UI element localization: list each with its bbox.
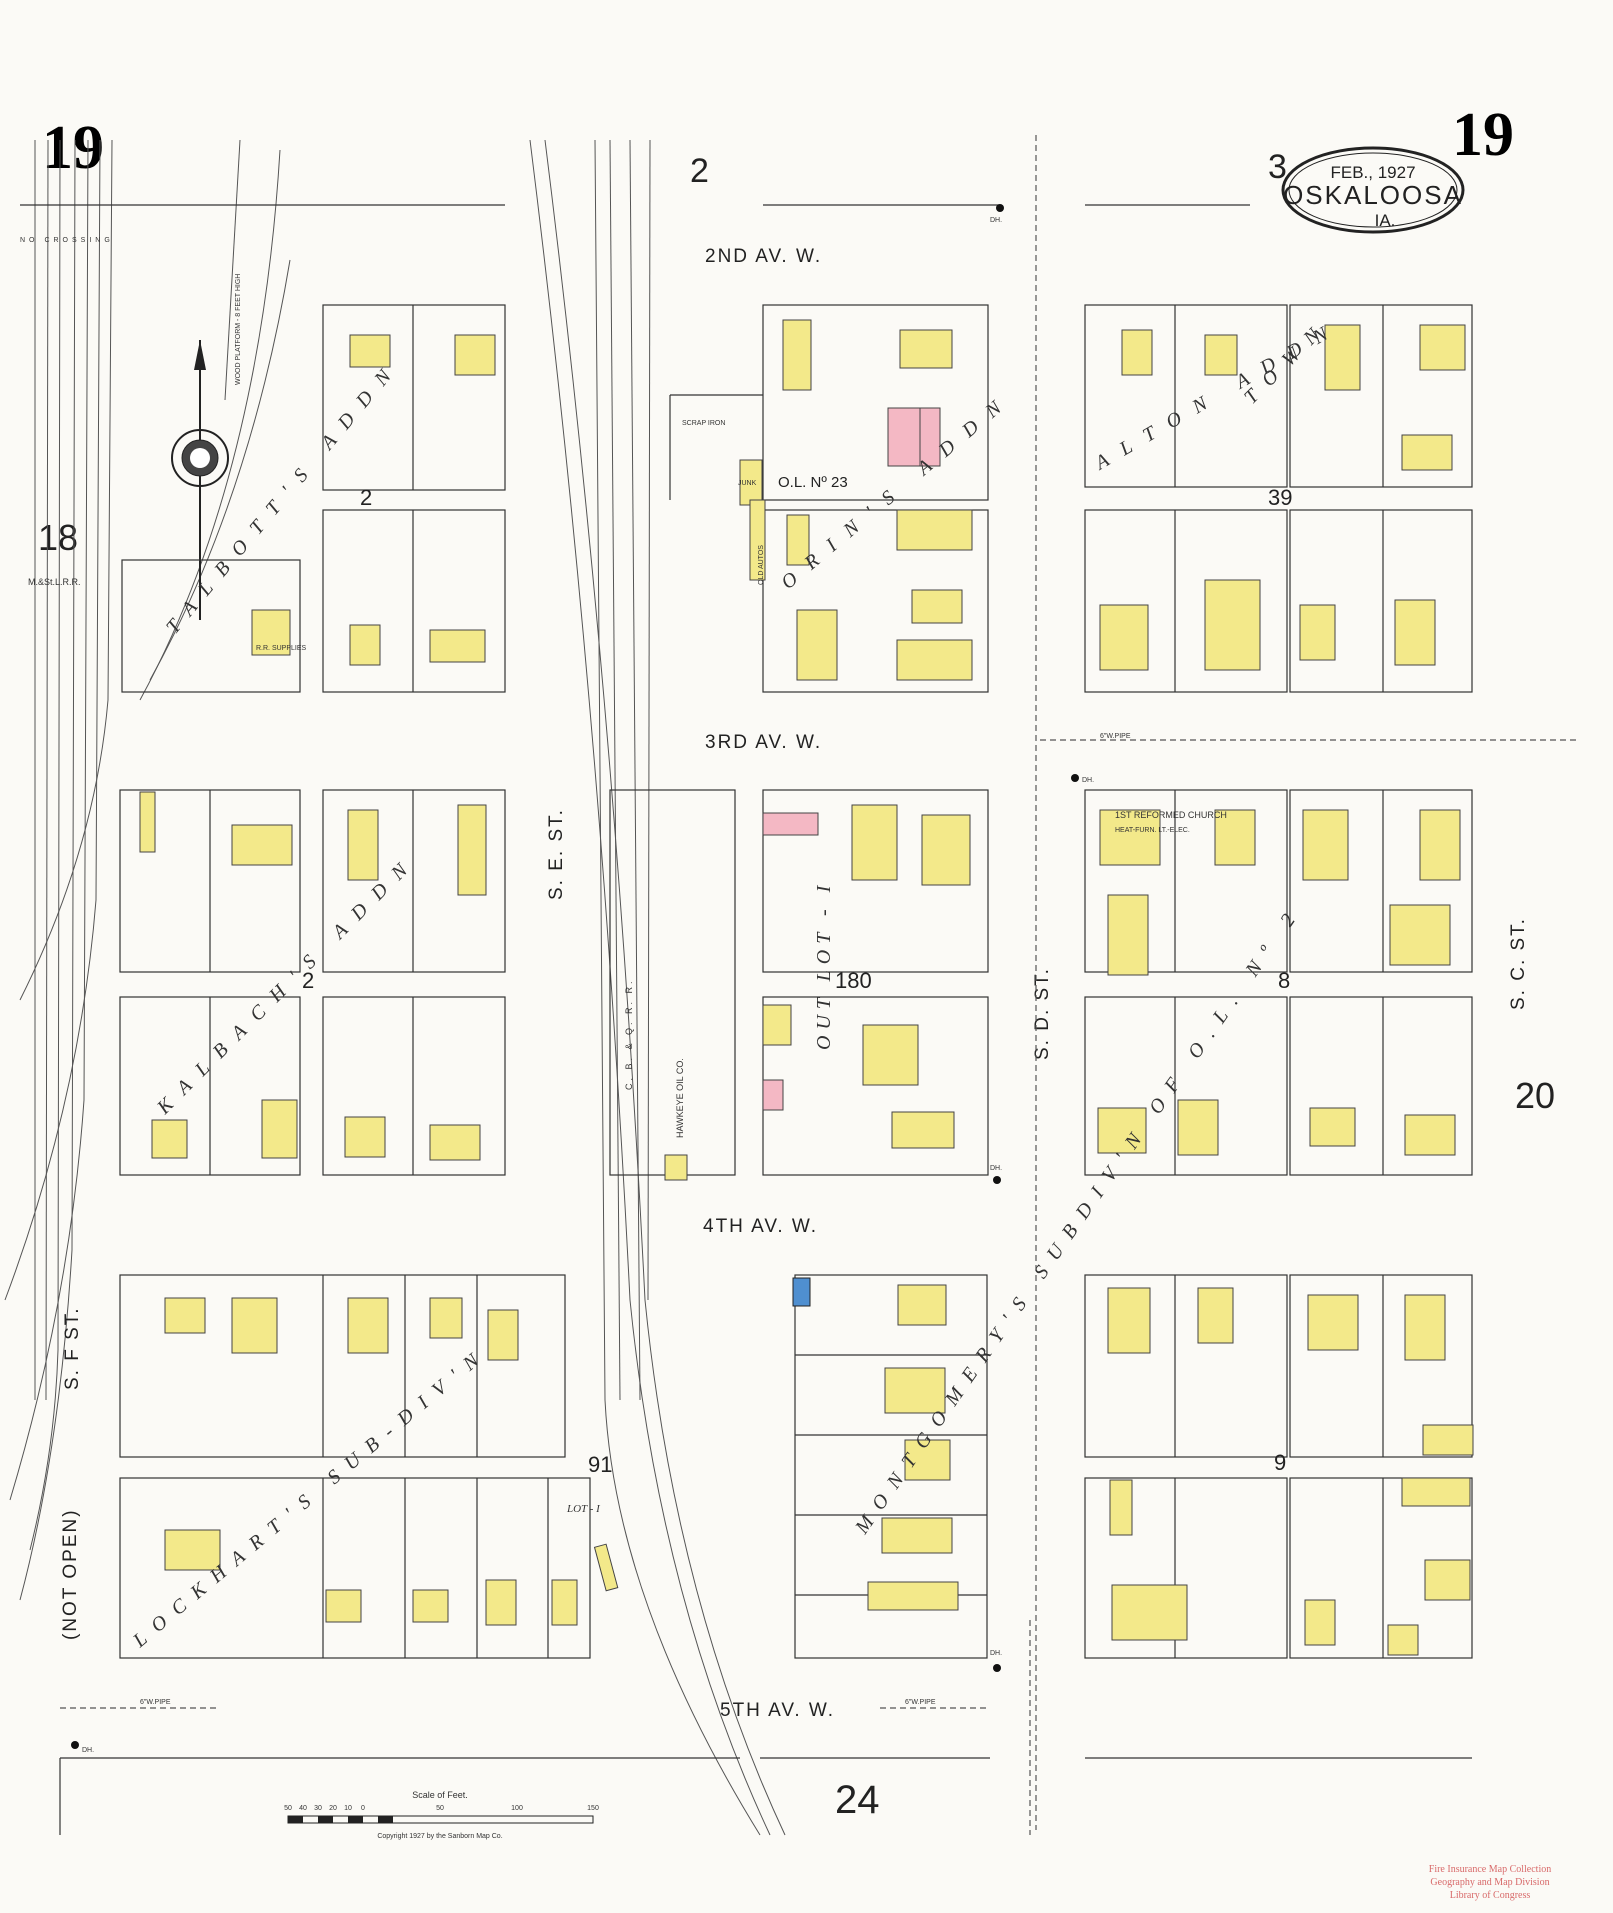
out-lot-23: O.L. Nº 23 [778,474,848,491]
oil-company-label: HAWKEYE OIL CO. [675,1058,685,1138]
block-number-2-south: 2 [302,968,314,993]
city-name: OSKALOOSA [1283,180,1463,210]
street-5th-av: 5TH AV. W. [720,1700,835,1721]
scale-tick-1: 40 [299,1805,307,1812]
water-pipe-label: 6"W.PIPE [1100,733,1131,740]
brick-building-ol23 [887,407,924,467]
hydrant-label-s: DH. [990,1165,1002,1172]
library-stamp: Fire Insurance Map Collection Geography … [1429,1864,1551,1901]
copyright-notice: Copyright 1927 by the Sanborn Map Co. [377,1833,502,1840]
scale-tick-3: 20 [329,1805,337,1812]
hydrant-label-sw: DH. [82,1747,94,1754]
map-date: FEB., 1927 [1330,163,1415,182]
rr-supplies-label: R.R. SUPPLIES [256,645,307,652]
scale-tick-6: 50 [436,1805,444,1812]
sheet-number-right: 19 [1452,101,1514,169]
adjacent-sheet-west: 18 [38,517,78,558]
water-pipe-label-sw: 6"W.PIPE [140,1699,171,1706]
hydrant-label-ne: DH. [990,217,1002,224]
block-number-91: 91 [588,1452,612,1477]
scale-title: Scale of Feet. [412,1790,468,1800]
block-number-180: 180 [835,968,872,993]
addition-out-lot: OUT LOT - I [813,880,835,1050]
buildings [139,319,1474,1656]
watermark-line-2: Geography and Map Division [1430,1877,1549,1888]
adjacent-sheet-northeast: 3 [1268,148,1287,186]
no-crossing-label: NO CROSSING [20,237,114,244]
railroad-cbq-label: C. B. & Q. R. R. [624,978,634,1090]
watermark-line-3: Library of Congress [1450,1890,1531,1901]
street-4th-av: 4TH AV. W. [703,1216,818,1237]
hydrant-label-se: DH. [990,1650,1002,1657]
block-number-39: 39 [1268,485,1292,510]
wood-platform-label: WOOD PLATFORM - 8 FEET HIGH [235,274,242,385]
street-s-e-st: S. E. ST. [546,808,567,900]
scale-tick-2: 30 [314,1805,322,1812]
brick-building-out-lot [762,1079,784,1111]
blocks [20,204,1473,1835]
railroad-tracks-west [4,139,291,1601]
hydrant-label-e: DH. [1082,777,1094,784]
scale-tick-4: 10 [344,1805,352,1812]
addition-kalbachs: KALBACH'S ADDN [152,850,422,1120]
scrap-iron-label: SCRAP IRON [682,420,725,427]
scale-tick-7: 100 [511,1805,523,1812]
water-pipe-label-s: 6"W.PIPE [905,1699,936,1706]
street-not-open: (NOT OPEN) [60,1508,81,1640]
scale-tick-0: 50 [284,1805,292,1812]
state-name: IA. [1375,211,1396,230]
addition-montgomerys: MONTGOMERY'S SUBDIV'N OF O.L. Nº 2 [851,900,1307,1538]
watermark-line-1: Fire Insurance Map Collection [1429,1864,1551,1875]
scale-tick-5: 0 [361,1805,365,1812]
railroad-tracks-center [529,139,786,1836]
street-s-f-st: S. F ST. [62,1306,83,1390]
street-2nd-av: 2ND AV. W. [705,246,822,267]
block-number-8: 8 [1278,968,1290,993]
adjacent-sheet-east: 20 [1515,1075,1555,1116]
street-s-d-st: S. D. ST. [1032,967,1053,1060]
brick-building-ol23-east [919,407,941,467]
church-label: 1ST REFORMED CHURCH [1115,810,1227,820]
street-3rd-av: 3RD AV. W. [705,732,822,753]
scale-bar: Scale of Feet. 50 40 30 20 10 0 50 100 1… [284,1790,599,1840]
hydrants [71,204,1079,1749]
block-number-9: 9 [1274,1450,1286,1475]
north-arrow-compass [171,340,229,620]
street-s-c-st: S. C. ST. [1508,917,1529,1010]
lot-1-label: LOT - I [566,1503,601,1515]
church-note: HEAT-FURN. LT.-ELEC. [1115,827,1190,834]
railroad-mstl-label: M.&St.L.R.R. [28,577,81,587]
scale-tick-8: 150 [587,1805,599,1812]
sheet-number-left: 19 [42,114,104,182]
adjacent-sheet-south: 24 [835,1778,880,1822]
block-number-2-north: 2 [360,485,372,510]
brick-building-3rd-av [762,812,819,836]
stone-building-4th-av [792,1277,811,1307]
junk-label: JUNK [738,480,757,487]
water-pipes [60,135,1580,1835]
old-autos-label: OLD AUTOS [758,545,765,585]
adjacent-sheet-north: 2 [690,152,709,190]
title-cartouche: FEB., 1927 OSKALOOSA IA. [1281,146,1465,234]
